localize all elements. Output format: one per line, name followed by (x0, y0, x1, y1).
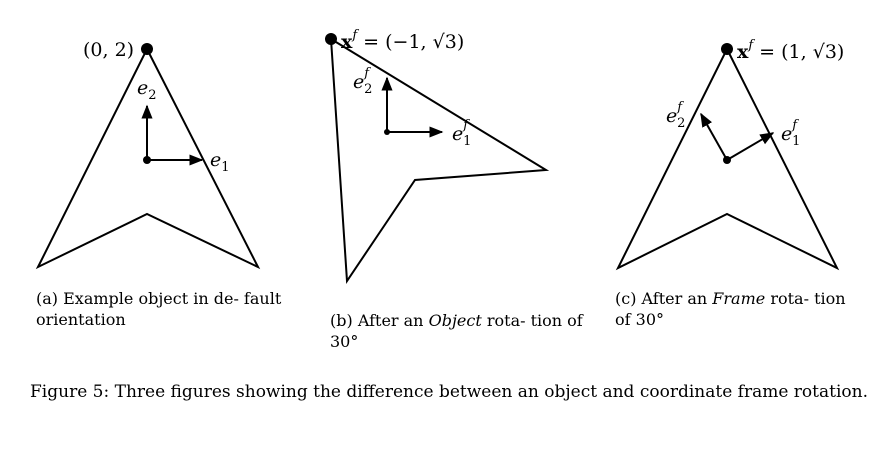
panel-c-e2-arrow (700, 112, 728, 161)
panel-b-caption: (b) After an Object rota- tion of 30° (330, 310, 585, 352)
panel-c-caption-italic: Frame (712, 289, 766, 308)
panel-c-caption-after: rota- tion of 30° (615, 289, 846, 329)
panel-c-e1-arrow (726, 132, 775, 161)
panel-a-object-shape (35, 46, 261, 270)
panel-b-caption-before: (b) After an (330, 311, 429, 330)
panel-c-caption: (c) After an Frame rota- tion of 30° (615, 288, 860, 330)
panel-b-object-shape (329, 37, 550, 284)
panel-a-point-label: (0, 2) (83, 39, 134, 61)
panel-b-apex-point (325, 33, 337, 45)
figure-caption: Figure 5: Three figures showing the diff… (30, 382, 868, 402)
panel-a-e2-label: e2 (137, 77, 157, 103)
panel-a-apex-point (141, 43, 153, 55)
panel-c-object-shape (615, 46, 840, 271)
panel-a-e1-label: e1 (210, 149, 230, 175)
panel-b-point-label: xf = (−1, √3) (341, 28, 464, 53)
panel-c-point-label: xf = (1, √3) (737, 38, 844, 63)
panel-b-caption-italic: Object (428, 311, 482, 330)
panel-c-apex-point (721, 43, 733, 55)
panel-b-caption-after: rota- tion of 30° (330, 311, 583, 351)
panel-a: (0, 2) e1 e2 (35, 39, 261, 270)
panel-c-caption-before: (c) After an (615, 289, 713, 308)
panel-a-caption: (a) Example object in de- fault orientat… (36, 289, 282, 329)
